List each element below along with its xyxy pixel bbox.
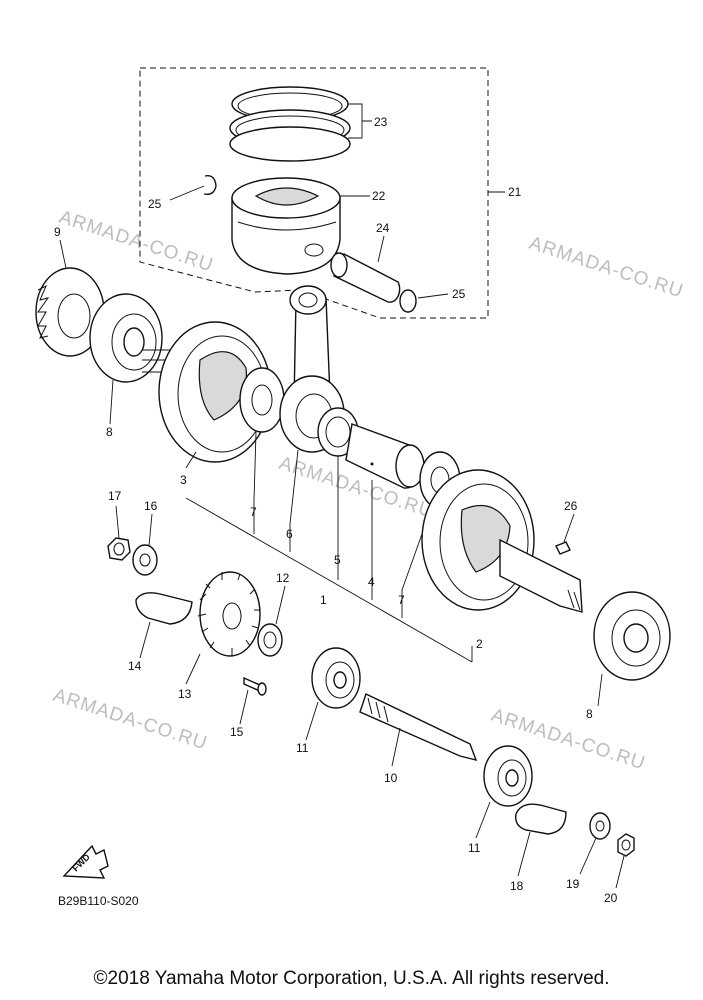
callout-23: 23	[374, 115, 388, 129]
callout-11: 11	[468, 841, 481, 855]
callout-8: 8	[586, 707, 593, 721]
diagram-code: B29B110-S020	[58, 894, 139, 908]
crank-web-left	[142, 321, 272, 463]
washer-19	[589, 812, 611, 840]
circlip-right	[399, 289, 417, 313]
callout-13: 13	[178, 687, 192, 701]
balancer-weight-18	[515, 803, 567, 835]
callout-9: 9	[54, 225, 61, 239]
callout-20: 20	[604, 891, 618, 905]
balancer-bearing-left	[311, 647, 361, 709]
piston-rings	[229, 86, 351, 162]
watermark: ARMADA-CO.RU	[526, 233, 685, 303]
callout-labels: 1 2 3 4 5 6 7 7 8 8 9 10 11 11 12 13 14 …	[54, 115, 618, 905]
callout-6: 6	[286, 527, 293, 541]
callout-26: 26	[564, 499, 578, 513]
crank-shaft-right	[499, 538, 583, 613]
callout-21: 21	[508, 185, 522, 199]
callout-24: 24	[376, 221, 390, 235]
callout-4: 4	[368, 575, 375, 589]
callout-8: 8	[106, 425, 113, 439]
copyright-notice: ©2018 Yamaha Motor Corporation, U.S.A. A…	[93, 968, 610, 989]
watermark: ARMADA-CO.RU	[56, 207, 215, 277]
crank-bearing-right	[593, 591, 671, 681]
woodruff-key	[555, 541, 571, 555]
callout-7: 7	[250, 505, 257, 519]
nut-20	[617, 833, 635, 857]
callout-2: 2	[476, 637, 483, 651]
callout-17: 17	[108, 489, 122, 503]
circlip-left	[203, 175, 217, 196]
callout-22: 22	[372, 189, 386, 203]
nut-17	[107, 537, 131, 561]
callout-19: 19	[566, 877, 580, 891]
callout-25: 25	[452, 287, 466, 301]
callout-15: 15	[230, 725, 244, 739]
crankshaft-assembly-bracket	[185, 497, 473, 663]
balancer-weight-14	[135, 592, 193, 625]
callout-1: 1	[320, 593, 327, 607]
crank-web-right	[421, 469, 535, 611]
crank-bearing-left	[89, 293, 163, 383]
callout-7: 7	[398, 593, 405, 607]
washer-16	[132, 544, 158, 576]
bolt-15	[243, 676, 267, 696]
callout-14: 14	[128, 659, 142, 673]
callout-10: 10	[384, 771, 398, 785]
callout-12: 12	[276, 571, 290, 585]
piston-pin	[330, 252, 401, 303]
callout-3: 3	[180, 473, 187, 487]
callout-25: 25	[148, 197, 162, 211]
callout-16: 16	[144, 499, 158, 513]
piston-assembly-group-outline	[139, 67, 489, 319]
collar-12	[257, 623, 283, 657]
forward-direction-arrow: FWD	[62, 844, 109, 879]
callout-5: 5	[334, 553, 341, 567]
thrust-washer-left	[239, 367, 285, 433]
balancer-drive-gear	[197, 571, 261, 657]
balancer-bearing-right	[483, 745, 533, 807]
balancer-shaft	[359, 693, 478, 762]
callout-18: 18	[510, 879, 524, 893]
callout-11: 11	[296, 741, 309, 755]
piston	[231, 177, 341, 275]
